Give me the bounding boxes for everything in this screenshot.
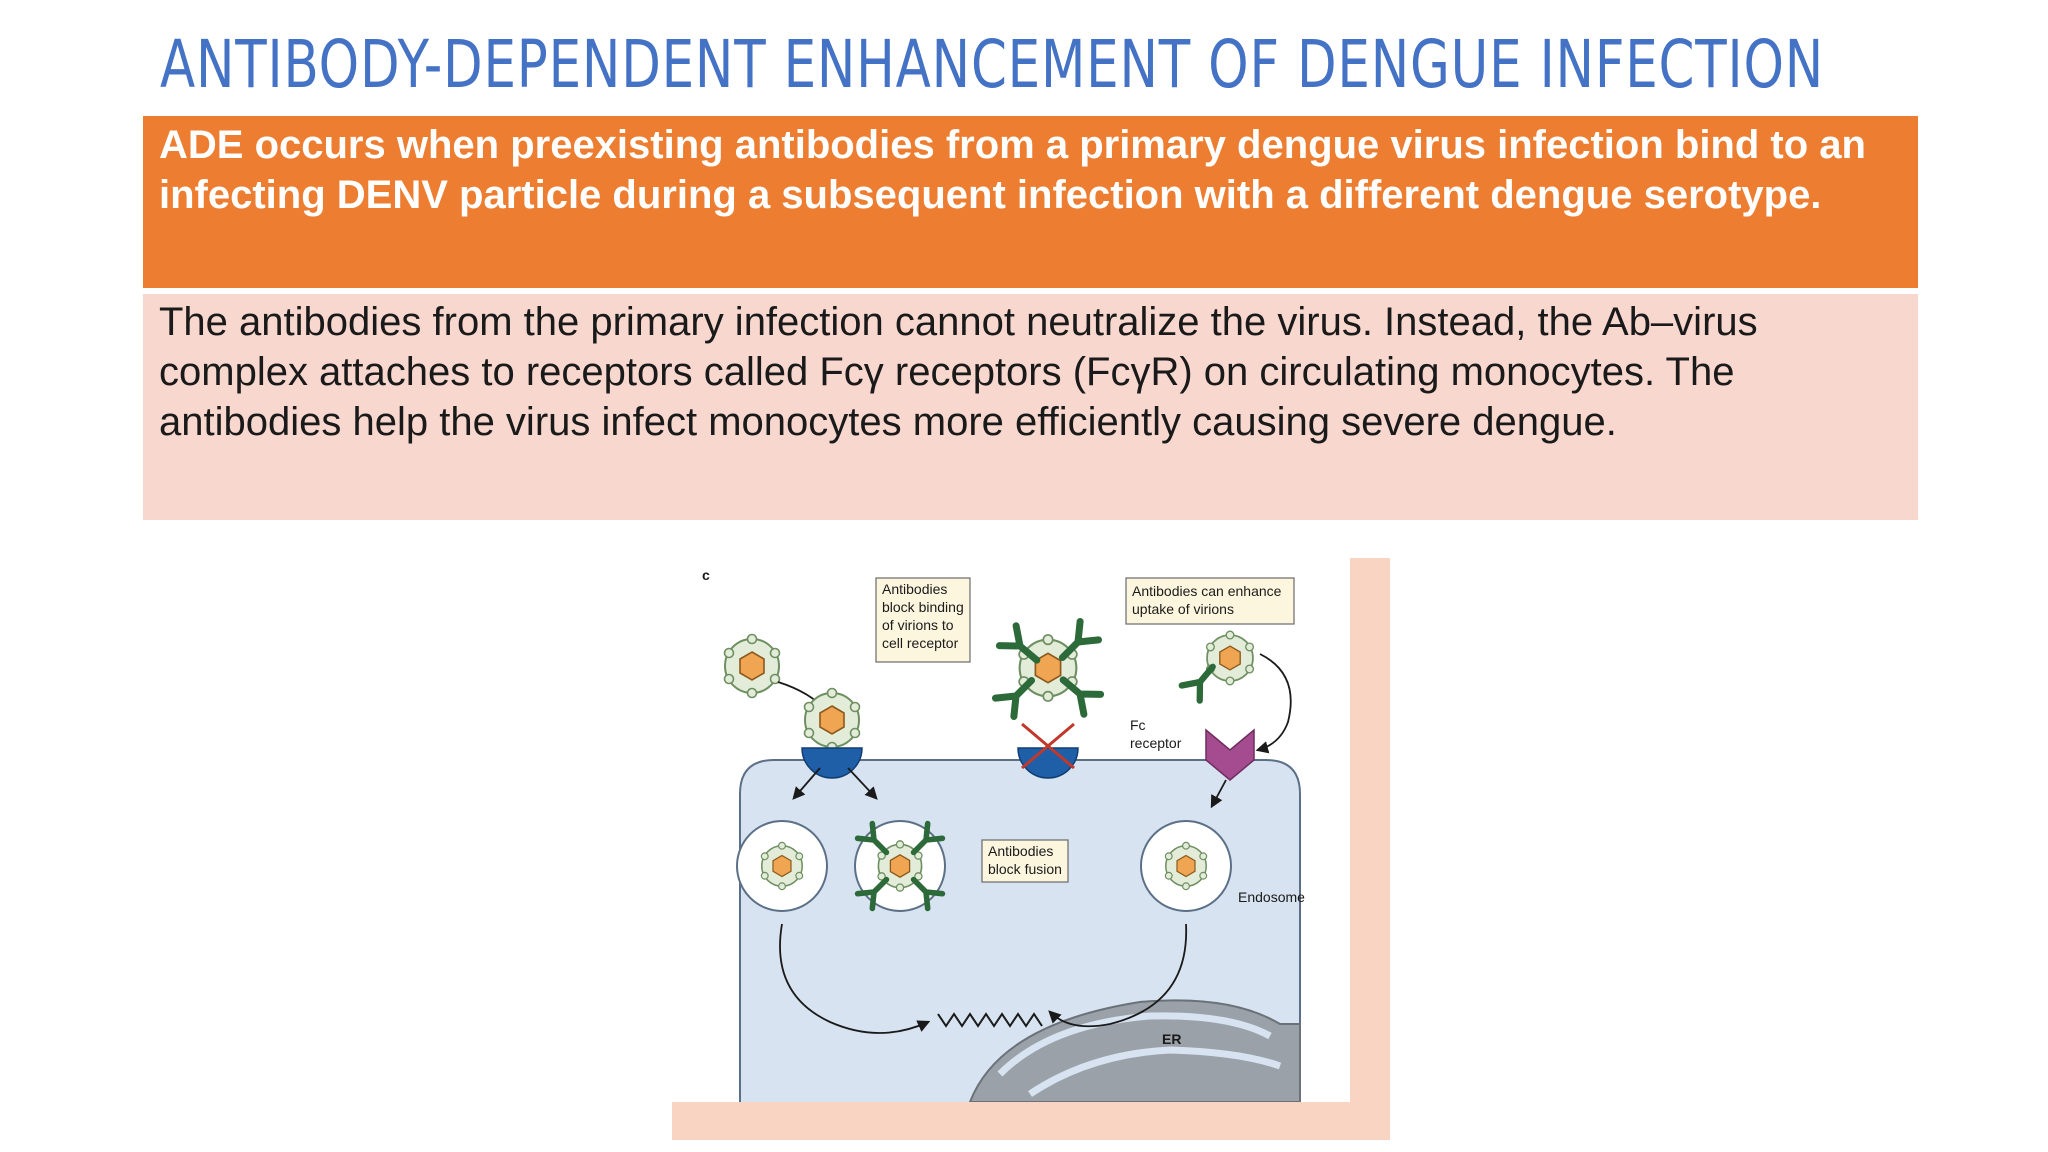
endosome-label: Endosome — [1238, 889, 1305, 905]
ade-diagram-figure: c ER Ant — [670, 554, 1350, 1102]
block-fusion-label: Antibodies block fusion — [988, 843, 1062, 877]
arrow-fc-entry — [1210, 779, 1227, 809]
arrow-to-fc-receptor — [1255, 653, 1292, 754]
neutralized-virion — [1018, 633, 1078, 703]
ade-diagram: c ER Ant — [702, 567, 1305, 1102]
block-x-mark — [1021, 722, 1075, 770]
explanation-box: The antibodies from the primary infectio… — [143, 294, 1918, 520]
panel-letter: c — [702, 567, 710, 583]
definition-box: ADE occurs when preexisting antibodies f… — [143, 116, 1918, 288]
definition-text: ADE occurs when preexisting antibodies f… — [159, 123, 1866, 217]
slide-title: ANTIBODY-DEPENDENT ENHANCEMENT OF DENGUE… — [160, 26, 1825, 103]
blocked-receptor — [1017, 747, 1079, 779]
opsonized-virion — [1205, 630, 1255, 686]
fc-receptor-label: Fc receptor — [1130, 717, 1182, 751]
arrow-rna-release-right — [1048, 923, 1188, 1028]
enhance-uptake-label-box — [1125, 577, 1295, 625]
endoplasmic-reticulum — [968, 999, 1301, 1102]
arrow-entry-right — [847, 767, 878, 800]
free-virion — [723, 633, 781, 699]
block-fusion-label-box — [981, 839, 1069, 883]
block-binding-label-box — [875, 577, 971, 663]
fc-receptor-shape — [1205, 728, 1255, 781]
block-binding-label: Antibodies block binding of virions to c… — [882, 581, 968, 651]
er-label: ER — [1162, 1031, 1181, 1047]
arrow-entry-left — [792, 767, 821, 800]
arrow-rna-release-left — [779, 923, 931, 1034]
explanation-text: The antibodies from the primary infectio… — [159, 300, 1758, 444]
viral-rna — [937, 1012, 1043, 1028]
enhance-uptake-label: Antibodies can enhance uptake of virions — [1132, 583, 1285, 617]
